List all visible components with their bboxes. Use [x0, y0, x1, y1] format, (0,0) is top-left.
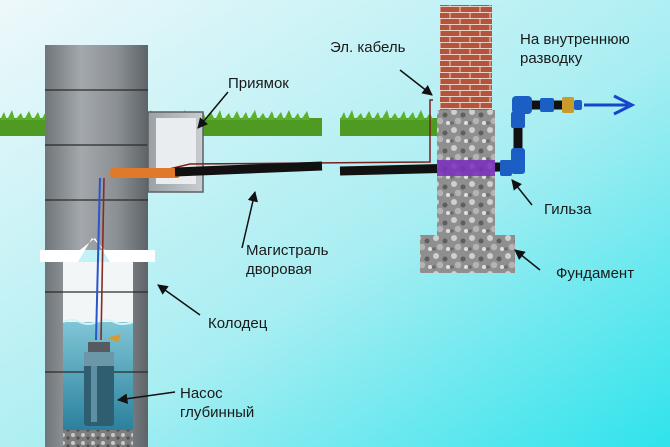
- leader-lines: [116, 69, 541, 404]
- pump: [84, 334, 121, 426]
- electric-cable: [95, 99, 433, 341]
- fitting: [500, 160, 512, 176]
- main-pipe: [110, 161, 501, 178]
- pit: [147, 111, 204, 193]
- elbow-fitting: [511, 148, 525, 174]
- pump-float: [107, 334, 121, 342]
- label-sleeve: Гильза: [544, 201, 592, 218]
- well-shaft: [40, 45, 155, 447]
- label-inner-line1: На внутреннюю: [520, 31, 630, 48]
- valve: [562, 97, 574, 113]
- foundation: [420, 110, 515, 273]
- brick-wall: [440, 5, 492, 111]
- label-pump-line1: Насос: [180, 385, 223, 402]
- elbow-fitting: [512, 96, 532, 114]
- break-mark: [40, 238, 155, 262]
- pipe-connector: [110, 168, 180, 178]
- label-pump-line2: глубинный: [180, 404, 254, 421]
- sleeve: [437, 160, 495, 176]
- house-riser: [495, 96, 582, 176]
- fitting: [540, 98, 554, 112]
- label-main-line2: дворовая: [246, 261, 312, 278]
- label-cable: Эл. кабель: [330, 39, 406, 56]
- label-well: Колодец: [208, 315, 268, 332]
- label-inner-line2: разводку: [520, 50, 583, 67]
- flow-arrow: [584, 94, 636, 116]
- gravel-bottom: [63, 430, 133, 447]
- label-pit: Приямок: [228, 75, 289, 92]
- label-foundation: Фундамент: [556, 265, 634, 282]
- label-main-line1: Магистраль: [246, 242, 329, 259]
- fitting: [511, 112, 525, 128]
